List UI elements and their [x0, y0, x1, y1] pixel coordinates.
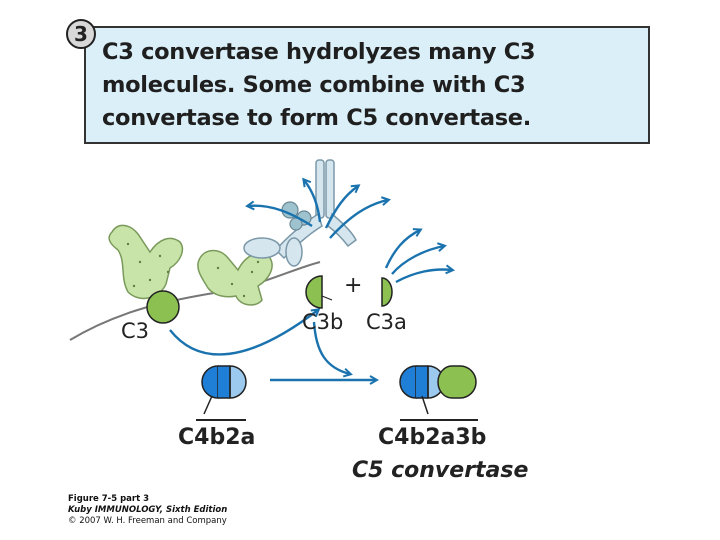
c4b2a-complex — [201, 365, 247, 399]
label-c5-convertase: C5 convertase — [352, 458, 529, 483]
c4b2a3b-complex — [399, 365, 477, 399]
c4b2a-tether — [203, 395, 213, 415]
antigen-shape-right — [197, 249, 273, 306]
figure-caption: Figure 7-5 part 3 Kuby IMMUNOLOGY, Sixth… — [68, 494, 227, 527]
hydrolysis-arrows — [169, 180, 452, 380]
c3b-tether — [321, 295, 333, 301]
c3-molecule — [146, 290, 180, 324]
antigen-shape-left — [108, 224, 184, 300]
cell-membrane — [69, 261, 321, 341]
step-number-badge: 3 — [66, 19, 96, 49]
step-description-box: C3 convertase hydrolyzes many C3 molecul… — [84, 26, 650, 144]
antigen-dots — [126, 242, 260, 298]
label-c3a: C3a — [366, 310, 407, 334]
c4b2a3b-tether — [421, 395, 429, 415]
label-c3b: C3b — [302, 310, 344, 334]
label-plus: + — [344, 273, 363, 298]
c3b-fragment — [305, 275, 323, 309]
caption-figure: Figure 7-5 part 3 — [68, 494, 150, 504]
step-description: C3 convertase hydrolyzes many C3 molecul… — [102, 39, 536, 131]
c3a-fragment — [381, 277, 393, 307]
caption-copyright: © 2007 W. H. Freeman and Company — [68, 516, 227, 526]
caption-book: Kuby IMMUNOLOGY, Sixth Edition — [68, 505, 228, 515]
label-c4b2a3b: C4b2a3b — [378, 425, 487, 450]
label-c3: C3 — [121, 319, 150, 343]
label-c4b2a: C4b2a — [178, 425, 256, 450]
